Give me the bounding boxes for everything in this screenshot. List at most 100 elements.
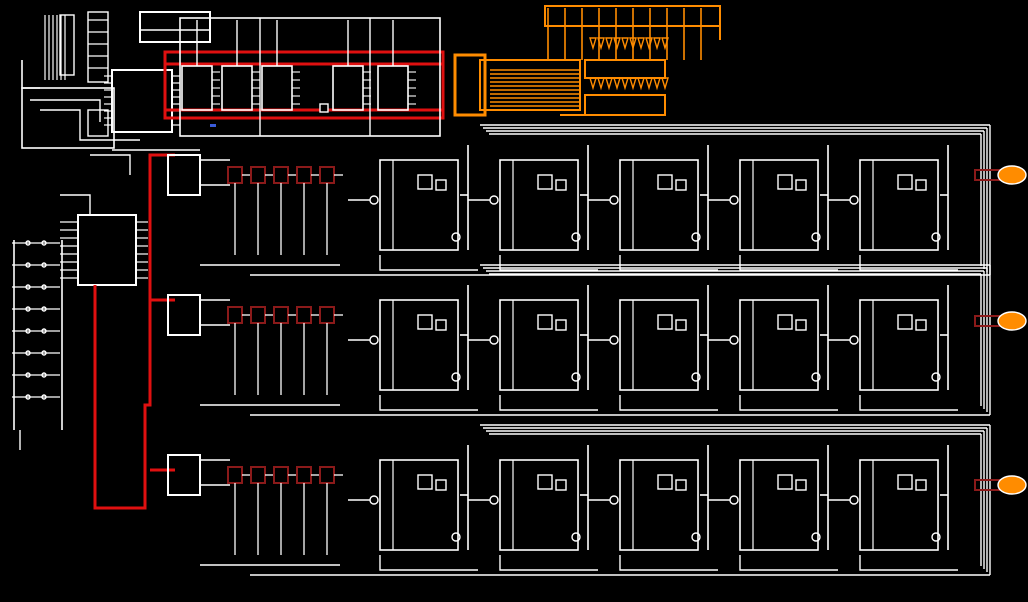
switch-contact <box>25 306 31 312</box>
wire-path <box>619 255 718 271</box>
stage-input <box>489 195 499 205</box>
diode <box>613 77 621 91</box>
orange-terminal <box>997 475 1027 495</box>
amplifier-row <box>167 264 1027 416</box>
orange-terminal <box>997 165 1027 185</box>
switch-contact <box>41 284 47 290</box>
ic-chip <box>111 69 173 133</box>
stage-output <box>571 532 581 542</box>
stage-capacitor <box>435 479 447 491</box>
resistor <box>250 166 266 184</box>
diode <box>629 77 637 91</box>
register-chip <box>377 65 409 111</box>
register-enclosure <box>179 17 441 137</box>
diode <box>613 37 621 51</box>
stage-input <box>369 495 379 505</box>
wire-path <box>739 395 838 411</box>
driver-block <box>584 94 666 116</box>
switch-contact <box>25 262 31 268</box>
resistor <box>273 306 289 324</box>
wire-path <box>21 60 40 89</box>
stage-input <box>489 495 499 505</box>
resistor <box>250 466 266 484</box>
stage-output <box>451 532 461 542</box>
stage-transistor <box>417 474 433 490</box>
switch-contact <box>41 306 47 312</box>
stage-transistor <box>897 474 913 490</box>
stage-capacitor <box>555 319 567 331</box>
switch-contact <box>41 350 47 356</box>
output-interface <box>453 5 721 117</box>
orange-terminal <box>997 311 1027 331</box>
wire-path <box>499 395 598 411</box>
resistor <box>273 166 289 184</box>
resistor <box>319 466 335 484</box>
stage-capacitor <box>795 179 807 191</box>
switch-contact <box>41 262 47 268</box>
switch-contact <box>25 350 31 356</box>
stage-box <box>859 299 939 391</box>
wire-path <box>379 555 478 571</box>
stage-box <box>379 299 459 391</box>
register-bus-frame <box>163 50 445 120</box>
wire-path <box>379 255 478 271</box>
wire-path <box>379 395 478 411</box>
register-chip <box>332 65 364 111</box>
wire-path <box>859 555 958 571</box>
stage-transistor <box>897 174 913 190</box>
test-point <box>319 103 329 113</box>
switch-bank <box>87 11 109 83</box>
stage-output <box>691 372 701 382</box>
diode <box>661 37 669 51</box>
stage-box <box>499 299 579 391</box>
stage-capacitor <box>435 179 447 191</box>
stage-input <box>849 195 859 205</box>
diode <box>653 77 661 91</box>
stage-output <box>931 532 941 542</box>
stage-transistor <box>777 474 793 490</box>
stage-capacitor <box>915 479 927 491</box>
row-driver <box>167 154 201 196</box>
stage-output <box>691 232 701 242</box>
switch-contact <box>25 372 31 378</box>
stage-transistor <box>537 474 553 490</box>
register-chip <box>261 65 293 111</box>
output-harness <box>479 59 581 111</box>
stage-box <box>619 159 699 251</box>
stage-output <box>451 232 461 242</box>
stage-input <box>609 335 619 345</box>
stage-output <box>451 372 461 382</box>
stage-capacitor <box>915 179 927 191</box>
stage-transistor <box>777 174 793 190</box>
resistor <box>296 306 312 324</box>
wire-path <box>619 395 718 411</box>
stage-output <box>931 372 941 382</box>
stage-transistor <box>417 314 433 330</box>
stage-input <box>729 195 739 205</box>
row-driver <box>167 454 201 496</box>
stage-input <box>849 495 859 505</box>
stage-output <box>811 232 821 242</box>
stage-box <box>379 159 459 251</box>
stage-capacitor <box>555 479 567 491</box>
stage-transistor <box>537 174 553 190</box>
switch-contact <box>25 284 31 290</box>
register-array <box>163 17 445 137</box>
switch-contact <box>25 394 31 400</box>
wire-path <box>40 109 140 141</box>
input-switch-column <box>12 194 148 450</box>
wire-path <box>30 99 101 122</box>
stage-transistor <box>657 174 673 190</box>
stage-input <box>609 495 619 505</box>
diode <box>597 37 605 51</box>
switch-contact <box>41 240 47 246</box>
resistor <box>296 166 312 184</box>
diode <box>645 77 653 91</box>
input-ic <box>77 214 137 286</box>
diode <box>661 77 669 91</box>
switch-contact <box>25 240 31 246</box>
stage-box <box>739 299 819 391</box>
resistor <box>319 306 335 324</box>
stage-capacitor <box>675 479 687 491</box>
